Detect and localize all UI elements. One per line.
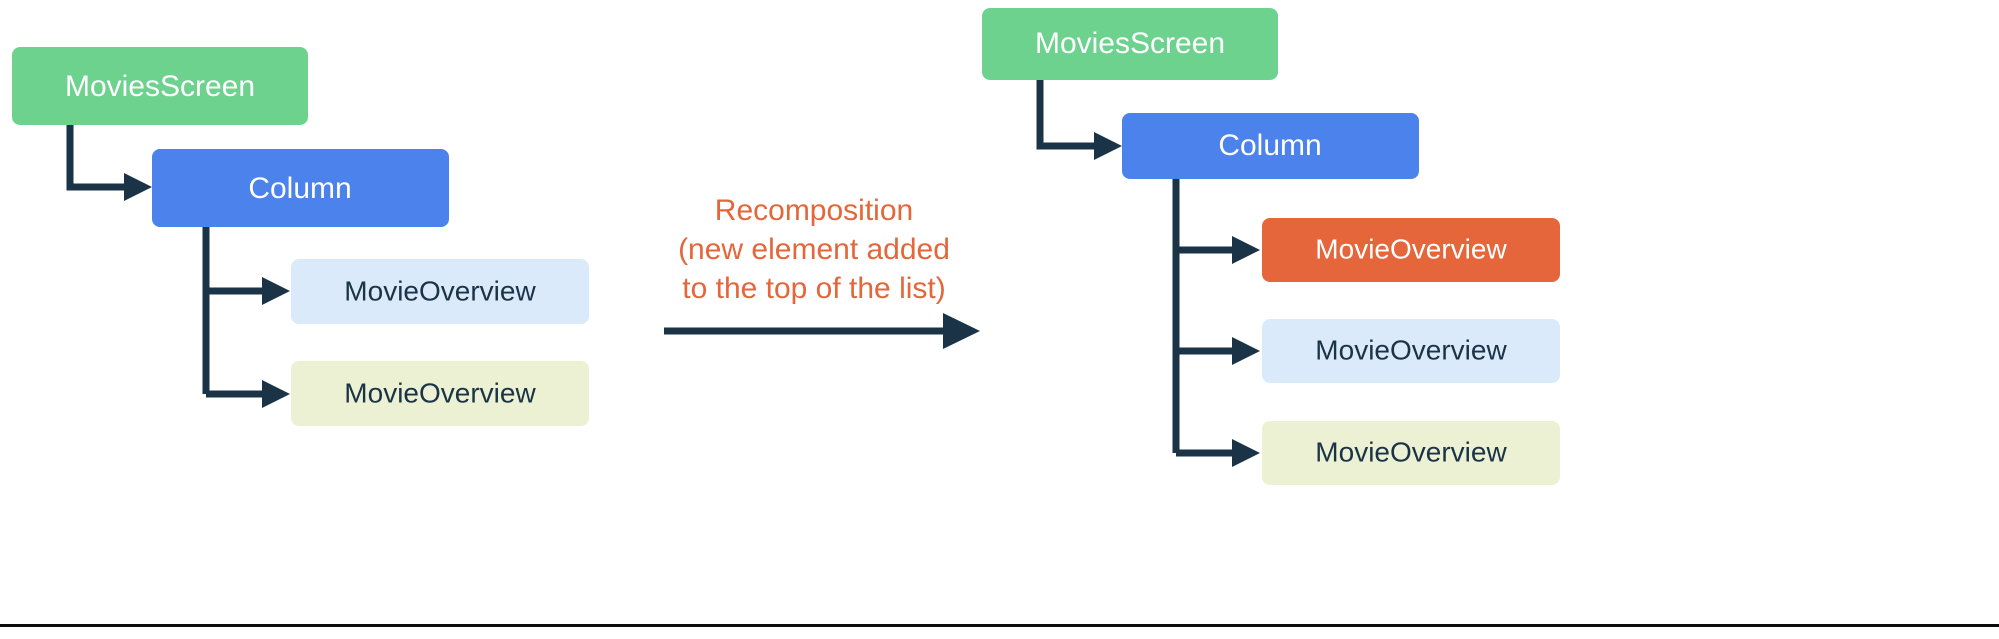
elbow-line [66, 125, 126, 191]
node-label: Column [1218, 129, 1321, 162]
transition-caption-line-2: (new element added [678, 233, 950, 266]
node-box [1122, 113, 1419, 179]
node-label: MovieOverview [344, 275, 536, 306]
node-label: MovieOverview [1315, 334, 1507, 365]
after-node-movie-overview-new[interactable]: MovieOverview [1262, 218, 1560, 282]
after-node-movie-overview-2[interactable]: MovieOverview [1262, 421, 1560, 485]
node-label: MoviesScreen [1035, 27, 1225, 60]
transition-group: Recomposition (new element added to the … [664, 194, 980, 349]
after-node-movie-overview-1[interactable]: MovieOverview [1262, 319, 1560, 383]
node-box [1262, 319, 1560, 383]
connector-moviesscreen-to-column [1036, 80, 1122, 160]
after-node-movies-screen[interactable]: MoviesScreen [982, 8, 1278, 80]
after-tree: MoviesScreen Column MovieOverview MovieO… [982, 8, 1560, 485]
arrowhead-icon [1094, 132, 1122, 160]
before-node-movies-screen[interactable]: MoviesScreen [12, 47, 308, 125]
before-tree: MoviesScreen Column MovieOverview MovieO… [12, 47, 589, 426]
arrowhead-icon [124, 173, 152, 201]
arrowhead-icon [943, 313, 980, 349]
transition-caption-line-3: to the top of the list) [682, 272, 945, 305]
arrowhead-icon [1232, 439, 1260, 467]
node-label: MovieOverview [1315, 436, 1507, 467]
arrowhead-icon [262, 277, 290, 305]
node-label: MovieOverview [344, 377, 536, 408]
before-node-column[interactable]: Column [152, 149, 449, 227]
node-box [1262, 218, 1560, 282]
node-box [12, 47, 308, 125]
node-box [152, 149, 449, 227]
connector-moviesscreen-to-column [66, 125, 152, 201]
before-node-movie-overview-1[interactable]: MovieOverview [291, 259, 589, 324]
after-node-column[interactable]: Column [1122, 113, 1419, 179]
node-box [291, 361, 589, 426]
transition-caption-line-1: Recomposition [715, 194, 913, 227]
bottom-divider [0, 624, 1999, 627]
node-label: MovieOverview [1315, 233, 1507, 264]
connector-column-to-children [1172, 179, 1260, 467]
arrowhead-icon [1232, 236, 1260, 264]
connector-column-to-children [202, 227, 290, 408]
before-node-movie-overview-2[interactable]: MovieOverview [291, 361, 589, 426]
node-label: Column [248, 172, 351, 205]
transition-arrow [664, 313, 980, 349]
arrowhead-icon [1232, 337, 1260, 365]
elbow-line [1036, 80, 1096, 150]
node-label: MoviesScreen [65, 70, 255, 103]
node-box [982, 8, 1278, 80]
arrowhead-icon [262, 380, 290, 408]
node-box [1262, 421, 1560, 485]
node-box [291, 259, 589, 324]
